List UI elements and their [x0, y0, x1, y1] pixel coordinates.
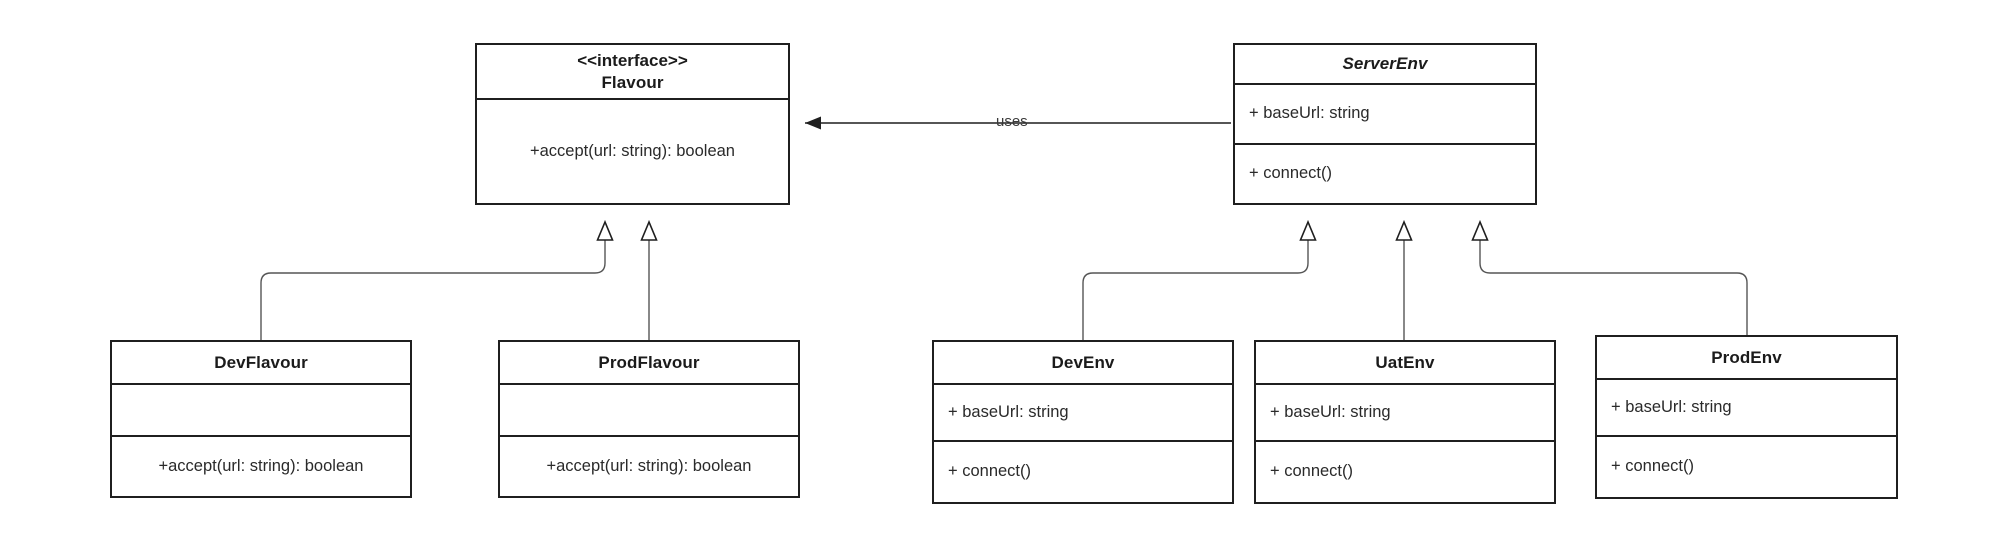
class-methods-prodenv: + connect(): [1597, 435, 1896, 497]
class-name-uatenv: UatEnv: [1375, 352, 1435, 372]
class-methods-devenv: + connect(): [934, 440, 1232, 502]
edge-generalization-prodflavour: [640, 219, 658, 340]
class-methods-flavour: +accept(url: string): boolean: [477, 98, 788, 203]
class-box-prodenv[interactable]: ProdEnv + baseUrl: string + connect(): [1595, 335, 1898, 499]
method-connect: + connect(): [1249, 164, 1332, 183]
attribute-baseurl: + baseUrl: string: [1611, 397, 1732, 416]
edge-label-uses: uses: [996, 113, 1028, 130]
class-box-serverenv[interactable]: ServerEnv + baseUrl: string + connect(): [1233, 43, 1537, 205]
class-methods-serverenv: + connect(): [1235, 143, 1535, 203]
class-stereotype-flavour: <<interface>>: [577, 50, 688, 70]
class-attributes-devflavour: [112, 383, 410, 435]
method-accept: +accept(url: string): boolean: [530, 141, 735, 160]
class-box-devenv[interactable]: DevEnv + baseUrl: string + connect(): [932, 340, 1234, 504]
class-methods-devflavour: +accept(url: string): boolean: [112, 435, 410, 496]
class-box-uatenv[interactable]: UatEnv + baseUrl: string + connect(): [1254, 340, 1556, 504]
method-accept: +accept(url: string): boolean: [546, 456, 752, 475]
class-attributes-prodflavour: [500, 383, 798, 435]
class-header-devflavour: DevFlavour: [112, 342, 410, 383]
edge-generalization-devenv: [1082, 219, 1317, 340]
edge-generalization-uatenv: [1395, 219, 1413, 340]
class-box-devflavour[interactable]: DevFlavour +accept(url: string): boolean: [110, 340, 412, 498]
attribute-baseurl: + baseUrl: string: [1270, 402, 1391, 421]
class-header-flavour: <<interface>> Flavour: [477, 45, 788, 98]
class-name-flavour: Flavour: [601, 72, 664, 92]
class-attributes-prodenv: + baseUrl: string: [1597, 378, 1896, 435]
edge-generalization-devflavour: [260, 219, 614, 340]
method-connect: + connect(): [1611, 457, 1694, 476]
class-attributes-serverenv: + baseUrl: string: [1235, 83, 1535, 143]
class-name-prodflavour: ProdFlavour: [598, 352, 700, 372]
class-box-flavour[interactable]: <<interface>> Flavour +accept(url: strin…: [475, 43, 790, 205]
class-header-serverenv: ServerEnv: [1235, 45, 1535, 83]
class-name-devenv: DevEnv: [1051, 352, 1115, 372]
method-connect: + connect(): [948, 462, 1031, 481]
class-name-prodenv: ProdEnv: [1711, 347, 1782, 367]
edge-generalization-prodenv: [1471, 219, 1748, 335]
method-accept: +accept(url: string): boolean: [158, 456, 364, 475]
class-header-prodenv: ProdEnv: [1597, 337, 1896, 378]
class-methods-prodflavour: +accept(url: string): boolean: [500, 435, 798, 496]
class-attributes-devenv: + baseUrl: string: [934, 383, 1232, 440]
class-attributes-uatenv: + baseUrl: string: [1256, 383, 1554, 440]
class-header-prodflavour: ProdFlavour: [500, 342, 798, 383]
attribute-baseurl: + baseUrl: string: [1249, 104, 1370, 123]
method-connect: + connect(): [1270, 462, 1353, 481]
class-name-serverenv: ServerEnv: [1342, 54, 1428, 74]
class-methods-uatenv: + connect(): [1256, 440, 1554, 502]
class-header-uatenv: UatEnv: [1256, 342, 1554, 383]
attribute-baseurl: + baseUrl: string: [948, 402, 1069, 421]
class-name-devflavour: DevFlavour: [214, 352, 308, 372]
class-box-prodflavour[interactable]: ProdFlavour +accept(url: string): boolea…: [498, 340, 800, 498]
class-header-devenv: DevEnv: [934, 342, 1232, 383]
